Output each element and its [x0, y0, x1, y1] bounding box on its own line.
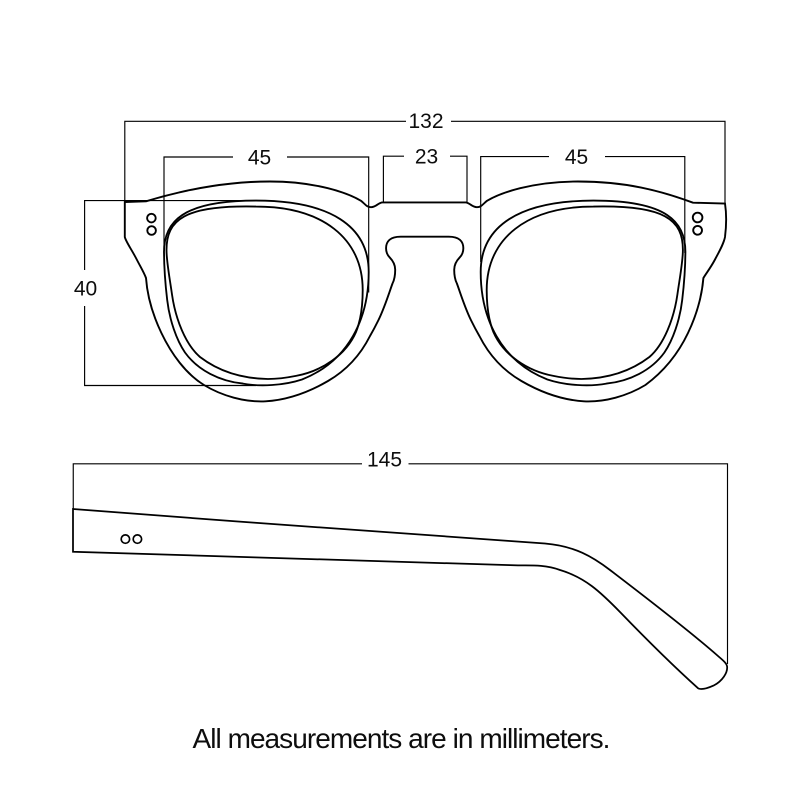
svg-text:23: 23 [415, 146, 438, 169]
svg-text:132: 132 [408, 110, 443, 133]
svg-text:All measurements are in millim: All measurements are in millimeters. [192, 723, 609, 754]
svg-text:145: 145 [367, 448, 402, 471]
svg-text:45: 45 [565, 146, 588, 169]
svg-text:45: 45 [248, 147, 271, 170]
svg-text:40: 40 [74, 278, 97, 301]
